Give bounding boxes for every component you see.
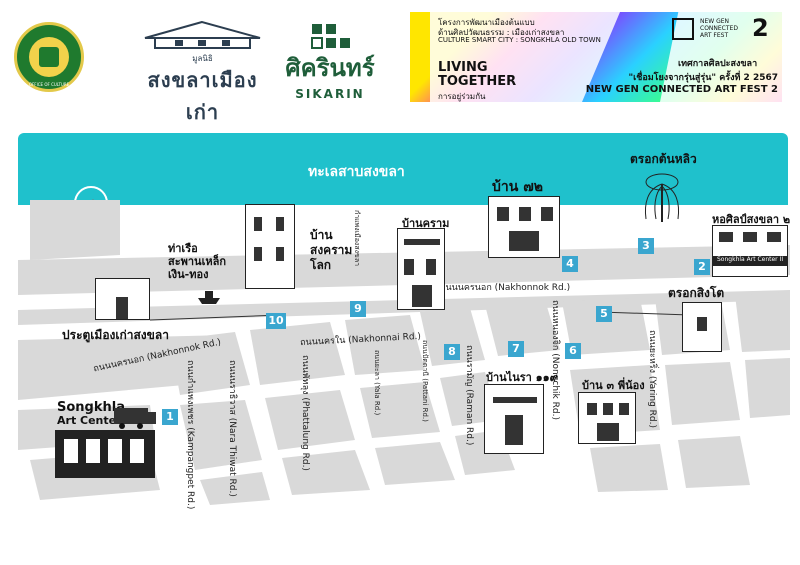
road-label-kampaengphet: ถนนกำแพงเพชร (Kampangpet Rd.) bbox=[185, 360, 195, 510]
ban-kram-building[interactable] bbox=[397, 228, 445, 310]
road-label-pattani: ถนนปัตตานี (Pattani Rd.) bbox=[421, 340, 429, 422]
road-label-yaring: ถนนยะหริ่ง (Yaring Rd.) bbox=[647, 330, 657, 428]
header: OFFICE OF CULTURE มูลนิธิ สงขลาเมืองเก่า… bbox=[0, 0, 800, 124]
marker-5[interactable]: 5 bbox=[596, 306, 612, 322]
label-art-hall-2: หอศิลป์สงขลา ๒ bbox=[712, 213, 791, 226]
marker-2[interactable]: 2 bbox=[694, 259, 710, 275]
label-art-center-1: Songkhla bbox=[57, 400, 125, 415]
building-icon bbox=[144, 20, 261, 49]
ban-72-building[interactable] bbox=[488, 196, 560, 258]
label-ban-72: บ้าน ๗๒ bbox=[492, 179, 543, 195]
sikarin-mark-icon bbox=[311, 24, 350, 49]
songkhla-lake: ทะเลสาบสงขลา bbox=[18, 133, 788, 205]
festival-banner: โครงการพัฒนาเมืองต้นแบบ ด้านศิลปวัฒนธรรม… bbox=[410, 12, 782, 102]
label-trok-ton-lio: ตรอกต้นหลิว bbox=[630, 152, 697, 166]
trok-singto-arch[interactable] bbox=[682, 302, 722, 352]
label-old-city-gate: ประตูเมืองเก่าสงขลา bbox=[62, 328, 169, 342]
marker-8[interactable]: 8 bbox=[444, 344, 460, 360]
banner-white-panel-right bbox=[660, 12, 782, 102]
willow-tree-icon bbox=[632, 164, 692, 228]
songkhla-old-town-foundation-logo: มูลนิธิ สงขลาเมืองเก่า bbox=[140, 20, 265, 124]
label-kram-lane: กำแพงเมืองสงขลา bbox=[353, 210, 361, 267]
marker-7[interactable]: 7 bbox=[508, 341, 524, 357]
marker-1[interactable]: 1 bbox=[162, 409, 178, 425]
label-ban-kram: บ้านคราม bbox=[402, 217, 450, 230]
road-label-yala: ถนนยะลา (Yala Rd.) bbox=[373, 350, 381, 416]
train-icon bbox=[110, 400, 158, 434]
marker-3[interactable]: 3 bbox=[638, 238, 654, 254]
label-ban-3-siblings: บ้าน ๓ พี่น้อง bbox=[582, 379, 645, 392]
marker-4[interactable]: 4 bbox=[562, 256, 578, 272]
road-label-nakhonnok-top: ถนนนครนอก (Nakhonnok Rd.) bbox=[440, 283, 571, 293]
label-ban-songkhram: บ้าน สงคราม โลก bbox=[310, 228, 353, 272]
sikarin-logo: ศิครินทร์ SIKARIN bbox=[280, 18, 380, 101]
road-label-nongchik: ถนนหนองจิก (Nongchik Rd.) bbox=[550, 300, 560, 420]
label-trok-singto: ตรอกสิงโต bbox=[668, 286, 725, 300]
road-label-narathiwat: ถนนนราธิวาส (Nara Thiwat Rd.) bbox=[227, 360, 237, 497]
road-label-phattalung: ถนนพัทลุง (Phattalung Rd.) bbox=[300, 355, 310, 471]
culture-office-logo: OFFICE OF CULTURE bbox=[14, 22, 84, 92]
ban-naira-building[interactable] bbox=[484, 384, 544, 454]
art-center-1-building[interactable] bbox=[55, 430, 155, 478]
label-pier: ท่าเรือ สะพานเหล็ก เงิน-ทอง bbox=[168, 242, 226, 281]
ban-3-siblings-building[interactable] bbox=[578, 392, 636, 444]
road-label-raman: ถนนรามัญ (Raman Rd.) bbox=[464, 345, 474, 446]
art-hall-2-building[interactable]: Songkhla Art Center II bbox=[712, 225, 788, 277]
marker-9[interactable]: 9 bbox=[350, 301, 366, 317]
ban-songkhram-building[interactable] bbox=[245, 204, 295, 289]
marker-10[interactable]: 10 bbox=[266, 313, 286, 329]
boat-icon bbox=[196, 288, 222, 310]
label-ban-naira: บ้านไนรา ๑๑๙ bbox=[486, 371, 558, 384]
fest-logo-icon bbox=[672, 18, 694, 40]
marker-6[interactable]: 6 bbox=[565, 343, 581, 359]
banner-white-panel bbox=[430, 12, 620, 102]
old-city-gate[interactable] bbox=[95, 278, 150, 320]
